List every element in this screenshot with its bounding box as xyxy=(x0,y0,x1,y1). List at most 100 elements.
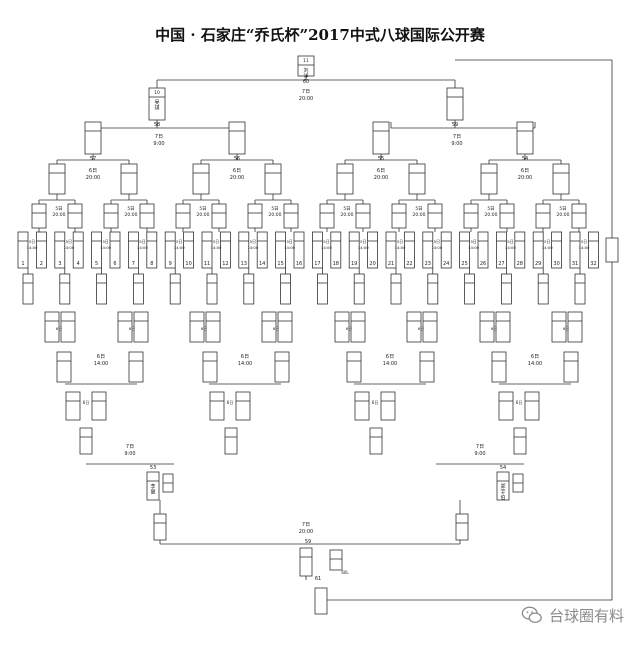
match-time: 14:00 xyxy=(579,245,591,250)
player-name: 伯 xyxy=(500,494,505,501)
match-time: 14:00 xyxy=(100,245,112,250)
match-date: 5日 xyxy=(415,206,422,212)
match-time: 20:00 xyxy=(125,212,138,218)
match-time: 20:00 xyxy=(269,212,282,218)
player-box xyxy=(532,231,544,269)
player-box xyxy=(516,121,534,155)
player-box xyxy=(350,311,366,343)
player-box xyxy=(109,231,121,269)
match-date: 6日 xyxy=(531,354,539,360)
slot-number: 27 xyxy=(498,261,504,267)
match-time: 14:00 xyxy=(211,245,223,250)
player-box xyxy=(479,311,495,343)
slot-number: 24 xyxy=(443,261,449,267)
player-name: 吴 xyxy=(154,100,159,106)
slot-number: 22 xyxy=(406,261,412,267)
player-box xyxy=(132,273,144,305)
player-box xyxy=(455,513,469,541)
match-date: 5日 xyxy=(507,239,513,244)
player-name: 健 xyxy=(150,489,155,496)
player-box xyxy=(495,231,507,269)
match-time: 20:00 xyxy=(53,212,66,218)
player-box xyxy=(514,231,526,269)
slot-number: 15 xyxy=(277,261,283,267)
match-time: 14:00 xyxy=(395,245,407,250)
match-date: 6日 xyxy=(273,326,279,331)
player-box xyxy=(427,273,439,305)
match-date: 6日 xyxy=(346,326,352,331)
match-date: 5日 xyxy=(286,239,292,244)
player-box xyxy=(427,203,443,229)
player-box xyxy=(96,273,107,305)
match-date: 5日 xyxy=(29,239,35,244)
match-time: 20:00 xyxy=(557,212,570,218)
slot-number: 7 xyxy=(132,261,135,267)
player-box xyxy=(261,311,277,343)
slot-number: 26 xyxy=(480,261,486,267)
match-date: 6日 xyxy=(83,400,90,405)
match-date: 6日 xyxy=(372,400,379,405)
player-box xyxy=(369,427,383,455)
player-box xyxy=(209,391,225,421)
player-box xyxy=(189,311,205,343)
match-date: 6日 xyxy=(201,326,207,331)
match-date: 7日 xyxy=(155,134,163,140)
player-box xyxy=(202,351,218,383)
player-box xyxy=(146,231,158,269)
slot-number: 28 xyxy=(517,261,523,267)
slot-number: 16 xyxy=(296,261,302,267)
match-time: 14:00 xyxy=(94,361,108,367)
match-number: 54 xyxy=(500,465,506,471)
match-date: 5日 xyxy=(127,206,134,212)
player-box xyxy=(336,163,354,195)
match-number: 59 xyxy=(305,539,311,545)
slot-number: 11 xyxy=(204,261,210,267)
match-date: 5日 xyxy=(470,239,476,244)
slot-number: 31 xyxy=(572,261,578,267)
watermark: 台球圈有料 xyxy=(521,604,624,626)
player-box xyxy=(535,203,551,229)
player-box xyxy=(183,231,195,269)
slot-number: 1 xyxy=(21,261,24,267)
player-box xyxy=(91,231,102,269)
player-box xyxy=(293,231,305,269)
player-box xyxy=(372,121,390,155)
slot-number: 29 xyxy=(535,261,541,267)
player-box xyxy=(390,273,402,305)
match-date: 6日 xyxy=(563,326,569,331)
player-box xyxy=(175,203,191,229)
player-box xyxy=(36,231,47,269)
match-time: 14:00 xyxy=(137,245,149,250)
player-box xyxy=(319,203,335,229)
player-name: 琪 xyxy=(154,105,159,112)
slot-number: 20 xyxy=(369,261,375,267)
player-box xyxy=(348,231,360,269)
player-box xyxy=(329,549,343,571)
player-box xyxy=(211,203,227,229)
match-date: 5日 xyxy=(250,239,256,244)
player-name: 李 xyxy=(150,483,155,490)
match-date: 5日 xyxy=(271,206,278,212)
player-box xyxy=(219,231,231,269)
match-date: 5日 xyxy=(139,239,145,244)
player-box xyxy=(463,203,479,229)
player-box xyxy=(480,163,498,195)
match-date: 5日 xyxy=(487,206,494,212)
match-time: 20:00 xyxy=(485,212,498,218)
player-box xyxy=(280,273,292,305)
slot-number: 9 xyxy=(169,261,172,267)
match-date: 5日 xyxy=(199,206,206,212)
match-time: 9:00 xyxy=(474,451,485,457)
player-box xyxy=(477,231,489,269)
player-box xyxy=(419,351,435,383)
player-box xyxy=(500,273,512,305)
match-date: 5日 xyxy=(434,239,440,244)
player-box xyxy=(120,163,138,195)
player-box xyxy=(91,391,107,421)
match-time: 20:00 xyxy=(341,212,354,218)
match-number: 61 xyxy=(315,576,321,582)
slot-number: 21 xyxy=(388,261,394,267)
player-box xyxy=(22,273,34,305)
player-box xyxy=(563,351,579,383)
